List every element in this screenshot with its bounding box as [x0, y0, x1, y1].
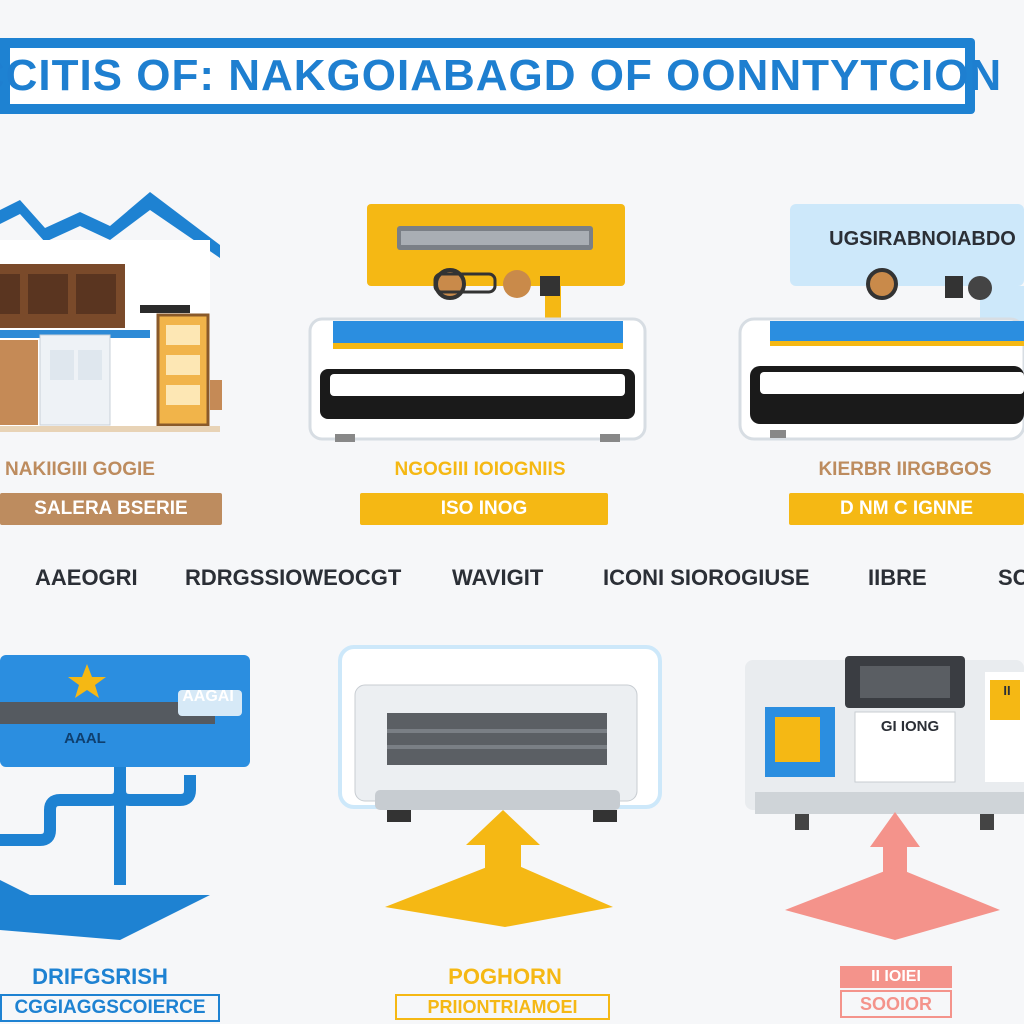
feature-label: RDRGSSIOWEOCGT [185, 565, 402, 590]
panel-ac-blue-text: UGSIRABNOIABDO [829, 228, 1016, 250]
feature-label: IIBRE [868, 565, 927, 590]
portable-ac-illustration [745, 656, 1024, 940]
page-title: CCITIS OF: NAKGOIABAGD OF OONNTYTCION [0, 48, 1001, 104]
bottom-subtitle: CGGIAGGSCOIERCE [0, 994, 220, 1022]
unit-window-ac [335, 645, 665, 950]
panel-house-label: SALERA BSERIE [0, 493, 222, 525]
bottom-title: POGHORN [448, 964, 562, 989]
bottom-subtitle: SOOIOR [840, 990, 952, 1018]
unit-split-ac [0, 650, 260, 950]
panel-ac-yellow-caption: NGOGIII IOIOGNIIS [394, 459, 566, 480]
panel-house [0, 190, 230, 450]
feature-label: WAVIGIT [452, 565, 544, 590]
window-ac-illustration [338, 645, 662, 927]
house-illustration [0, 192, 222, 432]
panel-house-caption: NAKIIGIII GOGIE [5, 459, 155, 480]
title-banner: CCITIS OF: NAKGOIABAGD OF OONNTYTCION [0, 38, 1001, 114]
panel-ac-blue-caption: KIERBR IIRGBGOS [818, 459, 992, 480]
unit-portable-ac-text: GI IONG [880, 717, 940, 735]
unit-portable-ac-text: II [1003, 682, 1011, 698]
feature-label: SC [998, 565, 1024, 590]
panel-ac-yellow [305, 204, 650, 449]
ac-unit-illustration-2 [738, 204, 1024, 441]
unit-split-ac-text: AAAL [64, 729, 106, 747]
ac-unit-illustration [308, 204, 647, 442]
unit-split-ac-text: AAGAI [182, 688, 234, 705]
bottom-title: II IOIEI [840, 966, 952, 988]
unit-portable-ac [745, 652, 1024, 952]
panel-ac-yellow-label: ISO INOG [360, 493, 608, 525]
bottom-title: DRIFGSRISH [32, 964, 168, 989]
panel-ac-blue-label: D NM C IGNNE [789, 493, 1024, 525]
split-ac-illustration [0, 655, 250, 940]
panel-ac-blue [738, 204, 1024, 449]
bottom-subtitle: PRIIONTRIAMOEI [395, 994, 610, 1020]
feature-label: ICONI SIOROGIUSE [603, 565, 810, 590]
feature-label: AAEOGRI [35, 565, 138, 590]
